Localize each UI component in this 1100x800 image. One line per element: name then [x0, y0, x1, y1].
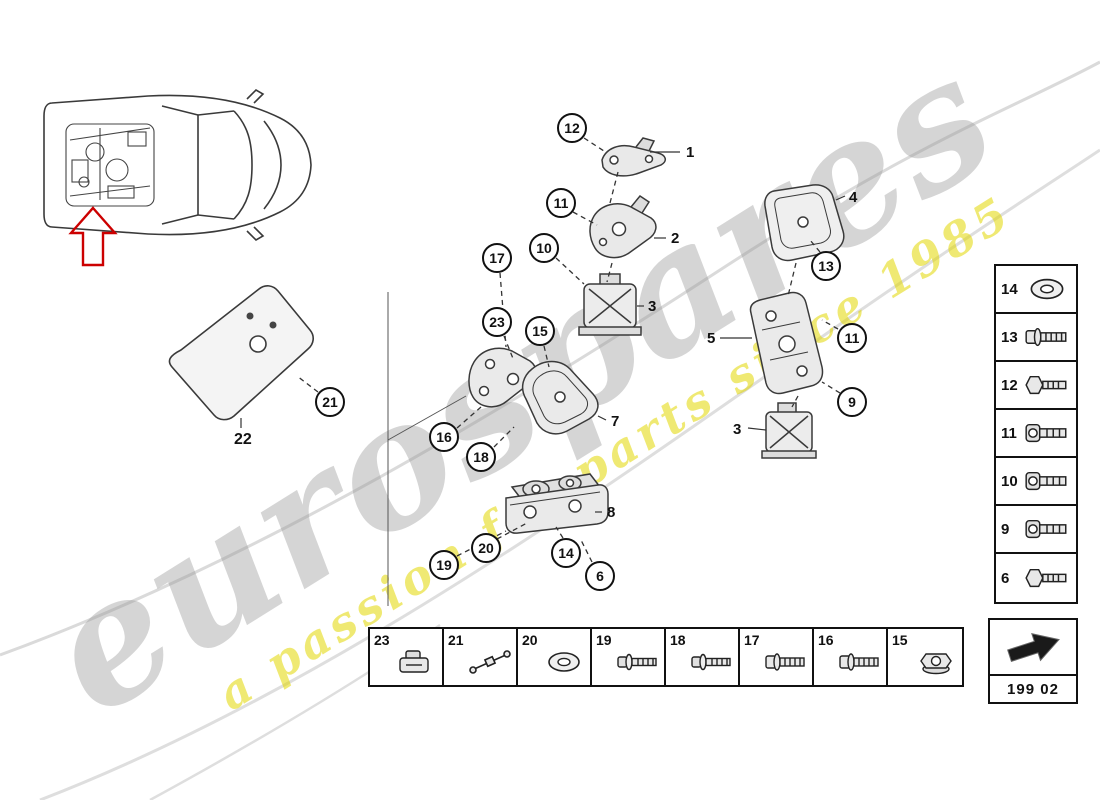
- car-top-view: [43, 89, 312, 241]
- part-4-heat-shield: [764, 184, 845, 262]
- legend-row-12[interactable]: 12: [996, 362, 1076, 410]
- legend-number: 20: [522, 632, 538, 648]
- callout-19[interactable]: 19: [429, 550, 459, 580]
- part-8-engine-mount: [505, 473, 609, 534]
- legend-number: 14: [1001, 280, 1018, 298]
- hex-bolt-icon: [1022, 563, 1072, 593]
- diagram-code: 199 02: [1007, 680, 1059, 698]
- part-label-3: 3: [648, 298, 657, 315]
- part-label-3-b: 3: [733, 421, 742, 438]
- washer-icon: [540, 647, 588, 677]
- leader-lines-solid: [240, 151, 846, 513]
- part-label-4: 4: [849, 189, 858, 206]
- washer-icon: [1022, 274, 1072, 304]
- part-label-5: 5: [707, 330, 716, 347]
- socket-head-bolt-icon: [1022, 514, 1072, 544]
- part-1-bracket: [601, 137, 666, 177]
- callout-14[interactable]: 14: [551, 538, 581, 568]
- legend-number: 6: [1001, 569, 1010, 587]
- callout-9[interactable]: 9: [837, 387, 867, 417]
- part-label-8: 8: [607, 504, 616, 521]
- flange-bolt-icon: [762, 647, 810, 677]
- legend-number: 11: [1001, 424, 1017, 442]
- diagram-code-box: 199 02: [988, 618, 1078, 704]
- legend-row-14[interactable]: 14: [996, 266, 1076, 314]
- group-lines: [387, 292, 467, 606]
- legend-cell-19[interactable]: 19: [592, 629, 666, 685]
- location-arrow-icon: [68, 206, 118, 267]
- socket-head-bolt-icon: [1022, 466, 1072, 496]
- legend-number: 12: [1001, 376, 1018, 394]
- legend-row-10[interactable]: 10: [996, 458, 1076, 506]
- callout-15[interactable]: 15: [525, 316, 555, 346]
- flange-bolt-icon: [1022, 322, 1072, 352]
- legend-cell-20[interactable]: 20: [518, 629, 592, 685]
- engine-detail: [65, 123, 155, 207]
- legend-number: 16: [818, 632, 834, 648]
- part-label-7: 7: [611, 413, 620, 430]
- part-2-bracket: [589, 194, 657, 259]
- legend-row-11[interactable]: 11: [996, 410, 1076, 458]
- leader-lines-dashed: [296, 137, 841, 563]
- clip-icon: [392, 647, 440, 677]
- flange-bolt-icon: [836, 647, 884, 677]
- part-22-cover-plate: [168, 285, 314, 421]
- legend-number: 21: [448, 632, 464, 648]
- legend-number: 15: [892, 632, 908, 648]
- callout-11-b[interactable]: 11: [837, 323, 867, 353]
- legend-number: 13: [1001, 328, 1018, 346]
- callout-16[interactable]: 16: [429, 422, 459, 452]
- legend-cell-16[interactable]: 16: [814, 629, 888, 685]
- callout-20[interactable]: 20: [471, 533, 501, 563]
- legend-number: 10: [1001, 472, 1018, 490]
- direction-arrow-icon: [990, 620, 1076, 676]
- part-3-engine-mount-2: [761, 402, 817, 459]
- legend-cell-17[interactable]: 17: [740, 629, 814, 685]
- legend-number: 17: [744, 632, 760, 648]
- callout-11[interactable]: 11: [546, 188, 576, 218]
- fastener-legend-bottom: 23 21 20 19 18 17 16 15: [368, 627, 964, 687]
- socket-head-bolt-icon: [1022, 418, 1072, 448]
- part-label-1: 1: [686, 144, 695, 161]
- legend-cell-18[interactable]: 18: [666, 629, 740, 685]
- rod-icon: [466, 647, 514, 677]
- part-label-2: 2: [671, 230, 680, 247]
- bolt-washer-icon: [688, 647, 736, 677]
- callout-6[interactable]: 6: [585, 561, 615, 591]
- callout-21[interactable]: 21: [315, 387, 345, 417]
- legend-cell-15[interactable]: 15: [888, 629, 962, 685]
- part-7-bracket-assembly: [468, 347, 599, 435]
- part-label-22: 22: [234, 431, 252, 448]
- callout-23[interactable]: 23: [482, 307, 512, 337]
- callout-12[interactable]: 12: [557, 113, 587, 143]
- legend-number: 9: [1001, 520, 1010, 538]
- callout-17[interactable]: 17: [482, 243, 512, 273]
- callout-13[interactable]: 13: [811, 251, 841, 281]
- legend-number: 23: [374, 632, 390, 648]
- fastener-legend-right: 14 13 12 11 10 9 6: [994, 264, 1078, 604]
- part-3-engine-mount: [578, 273, 642, 336]
- bolt-washer-icon: [614, 647, 662, 677]
- legend-row-9[interactable]: 9: [996, 506, 1076, 554]
- flange-nut-icon: [912, 647, 960, 677]
- legend-number: 19: [596, 632, 612, 648]
- legend-number: 18: [670, 632, 686, 648]
- callout-18[interactable]: 18: [466, 442, 496, 472]
- legend-row-6[interactable]: 6: [996, 554, 1076, 602]
- part-5-support-bracket: [749, 291, 824, 395]
- hex-bolt-icon: [1022, 370, 1072, 400]
- callout-10[interactable]: 10: [529, 233, 559, 263]
- legend-row-13[interactable]: 13: [996, 314, 1076, 362]
- legend-cell-21[interactable]: 21: [444, 629, 518, 685]
- legend-cell-23[interactable]: 23: [370, 629, 444, 685]
